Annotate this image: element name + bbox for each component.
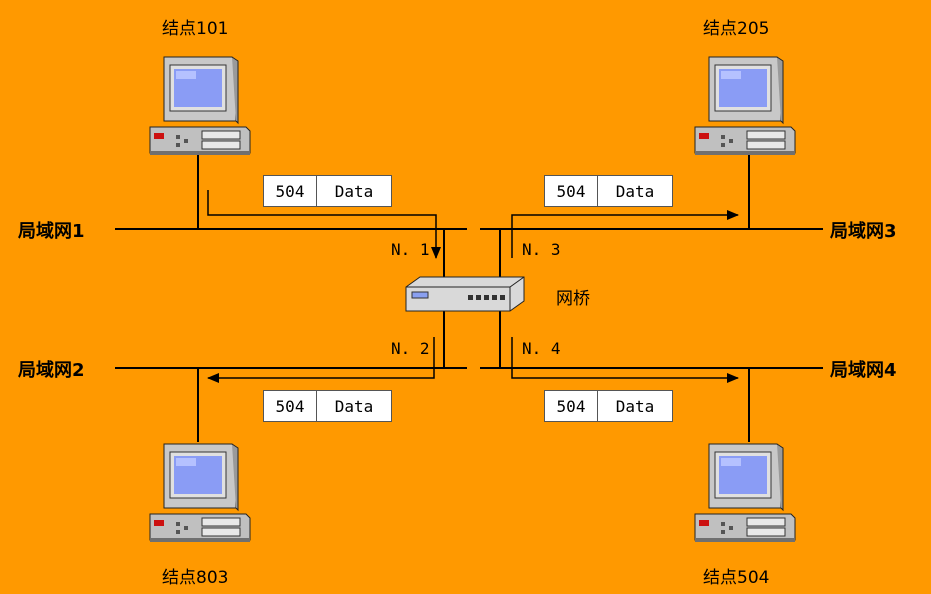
computer-icon-504 bbox=[694, 443, 796, 543]
packet-frame: 504 Data bbox=[263, 175, 392, 207]
packet-dest-address: 504 bbox=[264, 176, 317, 206]
bridge-icon bbox=[405, 276, 525, 312]
lan-label-3: 局域网3 bbox=[830, 221, 897, 242]
node-label-101: 结点101 bbox=[162, 19, 229, 39]
packet-payload: Data bbox=[334, 181, 374, 201]
packet-frame: 504 Data bbox=[263, 390, 392, 422]
flow-arrow-bridge-to-lan2 bbox=[207, 337, 435, 383]
port-label-4: N. 4 bbox=[522, 339, 561, 358]
port-label-1: N. 1 bbox=[391, 240, 430, 259]
packet-frame: 504 Data bbox=[544, 175, 673, 207]
node-label-205: 结点205 bbox=[703, 19, 770, 39]
flow-arrow-n101-to-bridge bbox=[207, 190, 441, 259]
packet-frame: 504 Data bbox=[544, 390, 673, 422]
lan-label-4: 局域网4 bbox=[830, 360, 897, 381]
port-label-2: N. 2 bbox=[391, 339, 430, 358]
packet-payload: Data bbox=[615, 396, 655, 416]
lan-label-2: 局域网2 bbox=[18, 360, 85, 381]
bridge-label: 网桥 bbox=[556, 289, 590, 309]
packet-payload: Data bbox=[615, 181, 655, 201]
packet-dest-address: 504 bbox=[264, 391, 317, 421]
packet-dest-address: 504 bbox=[545, 176, 598, 206]
packet-payload: Data bbox=[334, 396, 374, 416]
lan-label-1: 局域网1 bbox=[18, 221, 85, 242]
computer-icon-205 bbox=[694, 56, 796, 156]
computer-icon-803 bbox=[149, 443, 251, 543]
computer-icon-101 bbox=[149, 56, 251, 156]
port-label-3: N. 3 bbox=[522, 240, 561, 259]
flow-arrow-bridge-to-lan3 bbox=[511, 210, 739, 258]
flow-arrow-bridge-to-lan4 bbox=[511, 337, 739, 383]
node-label-803: 结点803 bbox=[162, 568, 229, 588]
packet-dest-address: 504 bbox=[545, 391, 598, 421]
node-label-504: 结点504 bbox=[703, 568, 770, 588]
